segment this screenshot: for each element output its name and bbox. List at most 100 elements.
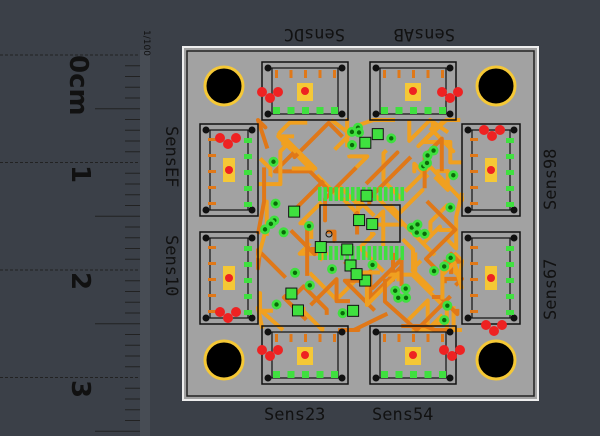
ic-outline (319, 204, 401, 243)
ic-pad (367, 246, 371, 260)
trace (281, 134, 318, 171)
sensor-via (301, 87, 309, 95)
via-hole (392, 288, 398, 293)
red-via (445, 93, 455, 103)
mounting-hole (475, 339, 517, 381)
via-hole (431, 268, 437, 274)
pin-pad (506, 262, 514, 267)
via-hole (340, 310, 345, 316)
via-hole (329, 266, 335, 272)
ic-pad (318, 187, 322, 201)
via-hole (306, 223, 312, 229)
pin-pad (244, 262, 252, 267)
ruler-mark-3: 3 (65, 380, 95, 398)
ic-pad (334, 187, 338, 201)
via-hole (356, 130, 362, 135)
components (199, 61, 521, 385)
pin-pad (244, 170, 252, 175)
pin-pad (273, 107, 280, 114)
label-sens54: Sens54 (372, 405, 433, 425)
corner-dot (264, 110, 272, 118)
via-hole (415, 222, 420, 227)
ic-pad (384, 246, 388, 260)
red-via (231, 307, 241, 317)
via-hole (414, 230, 419, 235)
red-via (453, 87, 463, 97)
corner-dot (248, 234, 256, 242)
smd-pad (350, 268, 363, 281)
smd-pad (341, 243, 354, 256)
corner-dot (202, 314, 210, 322)
trace (388, 188, 425, 216)
ic-pad (395, 187, 399, 201)
trace (401, 237, 423, 271)
trace (420, 139, 462, 165)
red-via (439, 345, 449, 355)
corner-dot (372, 110, 380, 118)
sensor-via (225, 166, 233, 174)
pin (289, 70, 293, 78)
pin (426, 334, 430, 342)
smd-pad (344, 259, 357, 272)
red-via (223, 313, 233, 323)
pin (397, 334, 401, 342)
trace (276, 120, 308, 136)
ic-pad (378, 187, 382, 201)
sensor-outline (461, 123, 521, 217)
corner-dot (446, 374, 454, 382)
trace (258, 143, 289, 187)
corner-dot (446, 328, 454, 336)
pin (383, 70, 386, 78)
red-via (479, 125, 489, 135)
red-via (215, 133, 225, 143)
trace (330, 118, 350, 148)
trace (256, 199, 269, 259)
smd-pad (359, 136, 372, 149)
red-via (481, 320, 491, 330)
ic-pad (362, 246, 366, 260)
pin-pad (244, 310, 252, 315)
via-hole (281, 230, 286, 235)
via-hole (409, 225, 414, 230)
red-via (257, 87, 267, 97)
red-via (497, 320, 507, 330)
pin (426, 70, 430, 78)
trace (368, 209, 403, 246)
corner-dot (464, 314, 472, 322)
trace (292, 120, 344, 160)
pin-pad (506, 246, 514, 251)
smd-pad (353, 214, 366, 227)
via-hole (403, 295, 409, 301)
label-sens98: Sens98 (541, 149, 561, 210)
pin (275, 70, 278, 78)
pin-pad (244, 202, 252, 207)
pin-pad (287, 107, 295, 114)
ic-pad (373, 187, 377, 201)
ruler-strip (140, 50, 150, 436)
trace (256, 167, 267, 235)
pin-pad (410, 107, 417, 114)
pin-pad (506, 186, 514, 191)
corner-dot (248, 314, 256, 322)
corner-dot (372, 64, 380, 72)
label-sensDC: SensDC (284, 24, 345, 44)
trace (256, 118, 270, 150)
pin (441, 334, 444, 342)
via-hole (442, 317, 447, 323)
sensor-outline (199, 231, 259, 325)
pin-pad (424, 371, 432, 378)
ic-pad (323, 187, 327, 201)
ic-pad (351, 187, 355, 201)
ruler-mark-1: 1 (65, 165, 95, 183)
via-hole (292, 270, 298, 275)
corner-dot (464, 206, 472, 214)
pin-pad (244, 294, 252, 299)
ic-pad (384, 187, 388, 201)
sensor-via (487, 166, 495, 174)
corner-dot (338, 328, 346, 336)
pin-pad (395, 107, 403, 114)
trace (364, 150, 400, 186)
sensor-outline (461, 231, 521, 325)
